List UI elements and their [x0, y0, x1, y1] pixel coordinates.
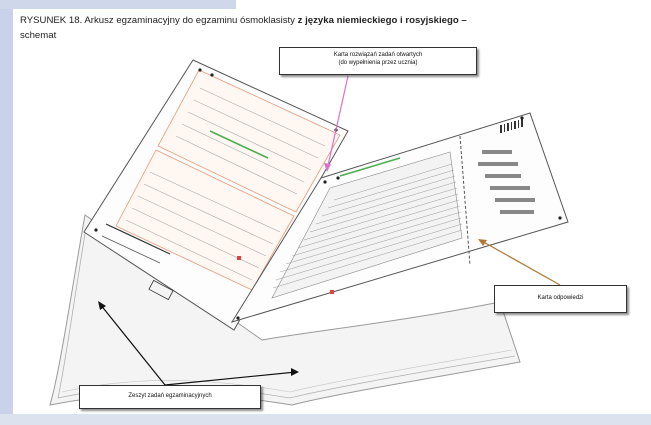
- arrow-zeszyt-left: [99, 303, 166, 386]
- caption-and: i: [397, 15, 406, 26]
- frame-left-strip: [0, 0, 13, 425]
- arrow-zeszyt-right: [164, 371, 297, 386]
- caption-mid: języka: [302, 15, 337, 26]
- label-karta-odpowiedzi: Karta odpowiedzi: [494, 285, 627, 313]
- caption-prefix: RYSUNEK 18. Arkusz egzaminacyjny do egza…: [20, 15, 298, 26]
- caption-bold-z: z: [297, 15, 303, 26]
- right-exam-sheet: [230, 112, 569, 323]
- left-exam-page: [83, 59, 349, 331]
- label-zeszyt-zadan: Zeszyt zadań egzaminacyjnych: [79, 385, 261, 409]
- caption-end: –: [458, 15, 467, 26]
- label-karta-rozwiazan-title: Karta rozwiązań zadań otwartych: [333, 52, 423, 58]
- label-karta-rozwiazan-note: (do wypełnienia przez ucznia): [338, 60, 418, 67]
- booklet-base: [49, 214, 521, 406]
- caption-bold-niemieckiego: niemieckiego: [336, 15, 398, 26]
- arrows: [98, 75, 561, 386]
- arrow-karta-odpowiedzi: [479, 239, 561, 286]
- label-karta-rozwiazan: Karta rozwiązań zadań otwartych (do wype…: [279, 47, 477, 75]
- caption-bold-rosyjskiego: rosyjskiego: [405, 15, 459, 26]
- frame-top-strip: [0, 0, 236, 9]
- frame-bottom-strip: [0, 414, 651, 425]
- figure-caption: RYSUNEK 18. Arkusz egzaminacyjny do egza…: [20, 15, 467, 26]
- arrow-karta-rozwiazan: [326, 75, 349, 171]
- caption-line-2: schemat: [20, 30, 57, 41]
